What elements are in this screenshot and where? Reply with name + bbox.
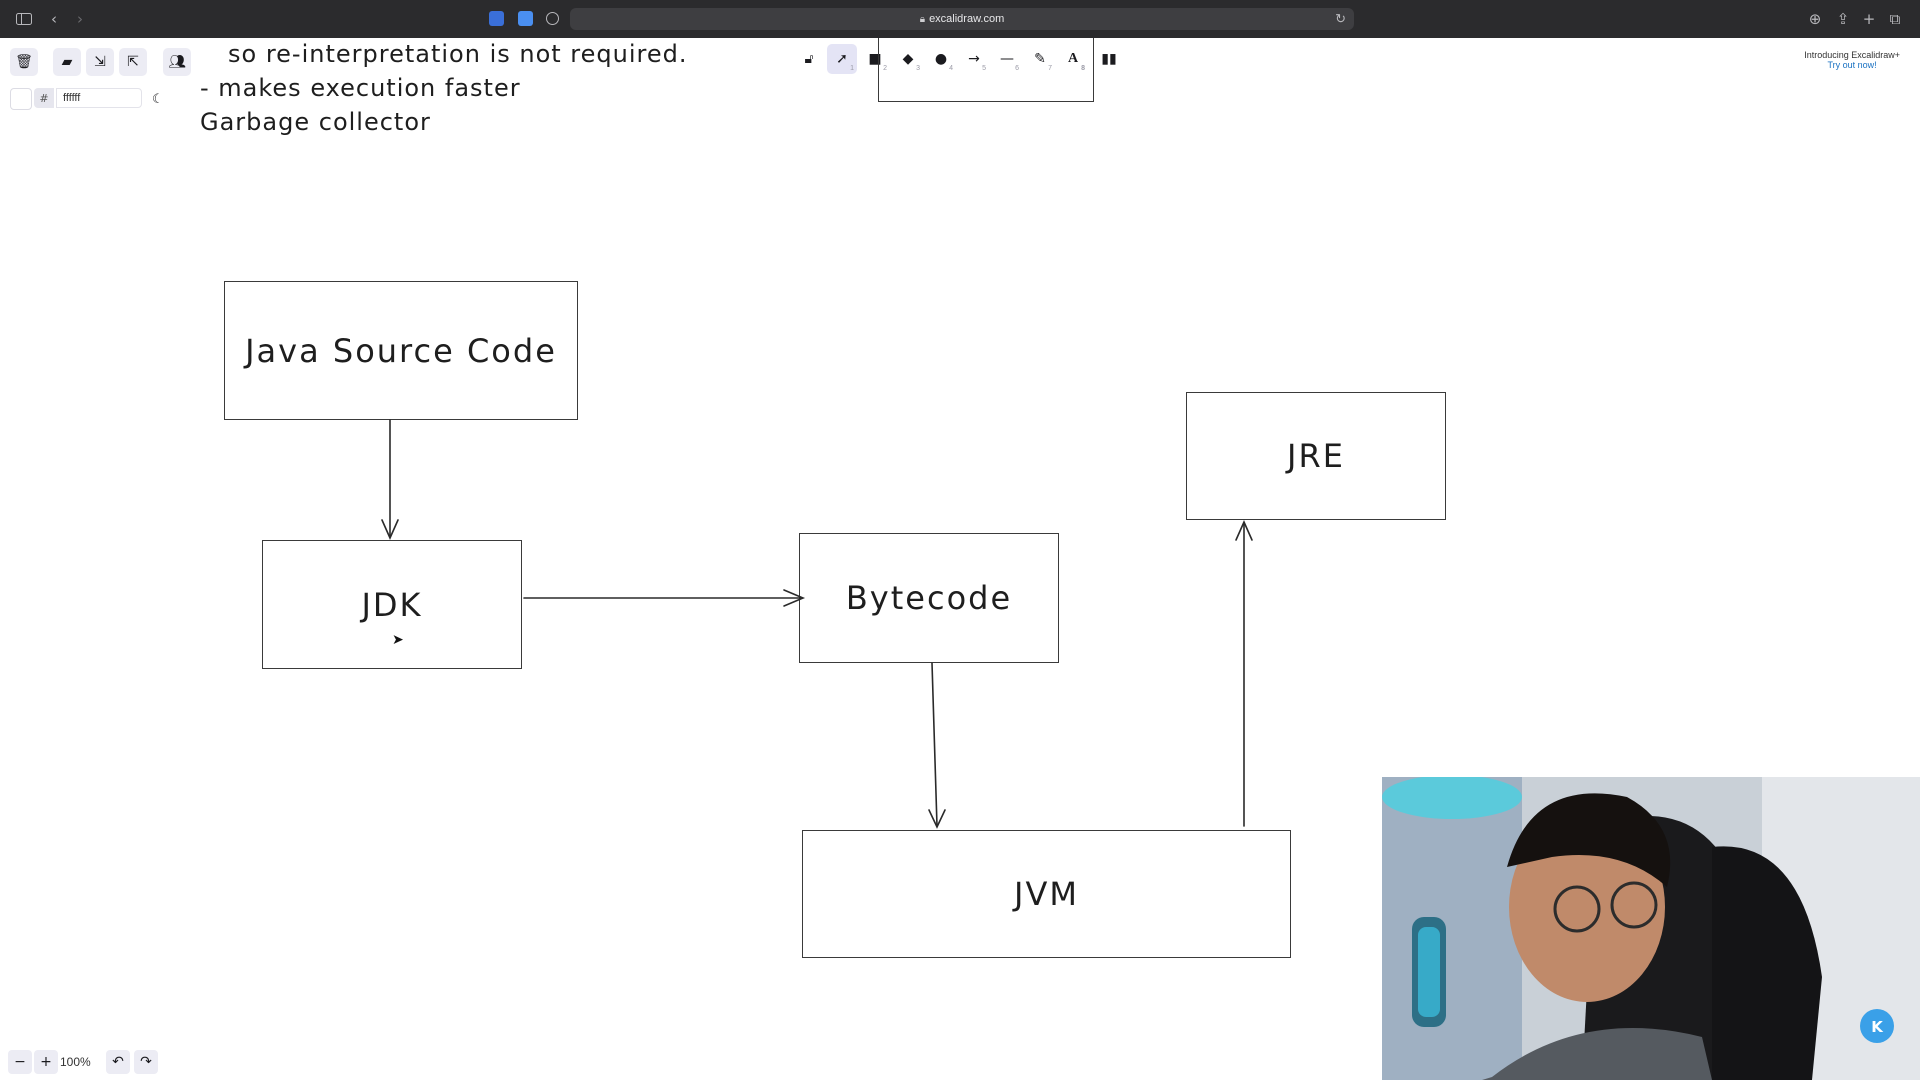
note-line-2[interactable]: - makes execution faster — [200, 74, 521, 102]
ellipse-tool-icon[interactable]: ●4 — [934, 51, 953, 72]
hex-prefix: # — [34, 88, 54, 108]
zoom-in-button[interactable]: + — [34, 1050, 58, 1074]
browser-toolbar: ‹ › 🔒︎ excalidraw.com ↻ ⊕ ⇪ + ⧉ — [0, 0, 1920, 38]
zoom-level[interactable]: 100% — [60, 1055, 91, 1069]
sidebar-icon[interactable] — [14, 9, 34, 29]
jvm-label: JVM — [1014, 875, 1079, 913]
jre-box[interactable]: JRE — [1186, 392, 1446, 520]
tabs-icon[interactable]: ⧉ — [1889, 10, 1901, 28]
webcam-overlay: K — [1382, 777, 1920, 1080]
bytecode-label: Bytecode — [845, 579, 1013, 617]
library-icon[interactable]: ▮▮ — [1101, 51, 1117, 67]
chevron-right-icon[interactable]: › — [77, 10, 83, 28]
folder-open-icon[interactable]: ▰ — [53, 48, 81, 76]
zoom-out-button[interactable]: − — [8, 1050, 32, 1074]
offscreen-box[interactable] — [878, 38, 1094, 102]
download-icon[interactable]: ⊕ — [1808, 10, 1822, 28]
line-tool-icon[interactable]: —6 — [1000, 51, 1019, 72]
address-bar[interactable]: 🔒︎ excalidraw.com ↻ — [570, 8, 1354, 30]
lock-tool-icon[interactable]: 🔓︎ — [804, 51, 814, 67]
lock-icon: 🔒︎ — [919, 13, 926, 25]
note-line-1[interactable]: so re-interpretation is not required. — [228, 40, 688, 68]
background-color-swatch[interactable] — [10, 88, 32, 110]
share-icon[interactable]: ⇪ — [1836, 10, 1850, 28]
privacy-shield-icon[interactable] — [546, 12, 559, 25]
reload-icon[interactable]: ↻ — [1335, 11, 1346, 26]
bytecode-box[interactable]: Bytecode — [799, 533, 1059, 663]
java-source-code-box[interactable]: Java Source Code — [224, 281, 578, 420]
trash-icon[interactable]: 🗑︎ — [10, 48, 38, 76]
extension-icon[interactable] — [489, 11, 504, 26]
extension-icon[interactable] — [518, 11, 533, 26]
selection-tool-icon[interactable]: ➚1 — [827, 44, 857, 74]
jvm-box[interactable]: JVM — [802, 830, 1291, 958]
moon-icon[interactable]: ☾ — [152, 92, 164, 107]
jdk-box[interactable]: JDK — [262, 540, 522, 669]
undo-icon[interactable]: ↶ — [106, 1050, 130, 1074]
jre-label: JRE — [1287, 437, 1345, 475]
export-icon[interactable]: ⇱ — [119, 48, 147, 76]
arrow-tool-icon[interactable]: →5 — [968, 51, 986, 72]
save-icon[interactable]: ⇲ — [86, 48, 114, 76]
canvas-actions-panel: 🗑︎ ▰ ⇲ ⇱ 👥︎ — [0, 38, 196, 120]
promo-title: Introducing Excalidraw+ — [1804, 50, 1900, 60]
note-line-3[interactable]: Garbage collector — [200, 108, 431, 136]
plus-icon[interactable]: + — [1862, 10, 1876, 28]
users-icon[interactable]: 👥︎ — [163, 48, 191, 76]
pencil-tool-icon[interactable]: ✎7 — [1034, 51, 1052, 72]
url-text: excalidraw.com — [929, 13, 1005, 25]
background-hex-input[interactable] — [56, 88, 142, 108]
mouse-cursor-icon: ➤ — [392, 632, 404, 648]
diamond-tool-icon[interactable]: ◆3 — [902, 51, 920, 72]
java-source-code-label: Java Source Code — [245, 331, 557, 370]
presenter-video: K — [1382, 777, 1920, 1080]
chevron-left-icon[interactable]: ‹ — [51, 10, 57, 28]
svg-text:K: K — [1871, 1018, 1884, 1036]
jdk-label: JDK — [361, 585, 423, 624]
excalidraw-plus-promo[interactable]: Introducing Excalidraw+ Try out now! — [1804, 50, 1900, 70]
redo-icon[interactable]: ↷ — [134, 1050, 158, 1074]
promo-link[interactable]: Try out now! — [1827, 60, 1877, 70]
